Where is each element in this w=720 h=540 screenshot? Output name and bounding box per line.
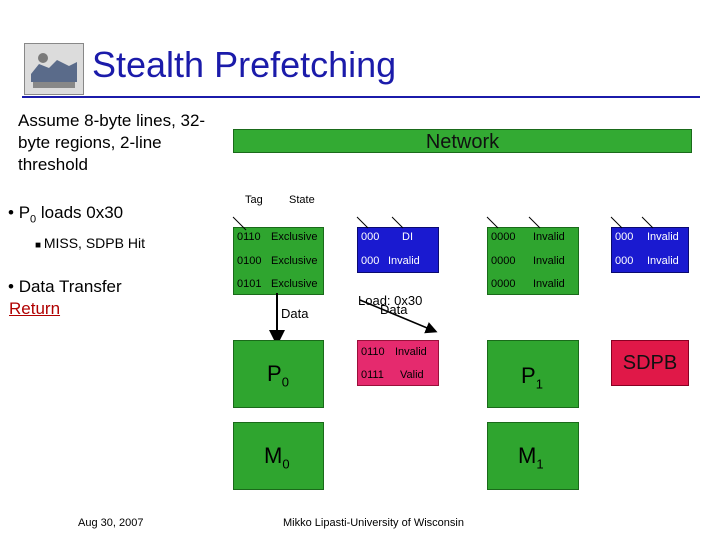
return-link[interactable]: Return — [9, 299, 61, 318]
p0-cache-row-2-state: Exclusive — [271, 278, 318, 290]
bullet-transfer-text: Data Transfer — [18, 277, 122, 296]
p0-cache-row-1-tag: 0100 — [237, 255, 262, 267]
region-row-1-tag: 000 — [361, 255, 380, 267]
sdpb-label: SDPB — [622, 352, 678, 374]
p1-cache-row-1-tag: 0000 — [491, 255, 516, 267]
memory-m0: M0 — [233, 422, 324, 490]
region-row-0-state: DI — [402, 231, 413, 243]
title-underline — [22, 96, 700, 98]
assumption-text: Assume 8-byte lines, 32-byte regions, 2-… — [18, 111, 206, 174]
footer-date: Aug 30, 2007 — [78, 517, 144, 529]
region-row-0-tag: 000 — [361, 231, 380, 243]
p1-region-table: 000 Invalid 000 Invalid — [611, 227, 689, 273]
m0-label: M — [264, 443, 283, 468]
processor-p0: P0 — [233, 340, 324, 408]
sdpb-row-1-tag: 0111 — [361, 369, 384, 381]
p0-cache: 0110 Exclusive 0100 Exclusive 0101 Exclu… — [233, 227, 324, 295]
p1-region-row-1-tag: 000 — [615, 255, 634, 267]
bullet-load-rest: loads 0x30 — [36, 203, 124, 222]
p0-cache-row-2-tag: 0101 — [237, 278, 262, 290]
bullet-load-proc: P — [18, 203, 31, 222]
sdpb-label-box: SDPB — [611, 340, 689, 386]
p1-cache-row-1-state: Invalid — [533, 255, 565, 267]
p0-cache-row-0-state: Exclusive — [271, 231, 318, 243]
sdpb-buffer: 0110 Invalid 0111 Valid — [357, 340, 439, 386]
bullet-load-sub: 0 — [30, 213, 37, 226]
sdpb-row-1-state: Valid — [400, 369, 424, 381]
p1-region-row-1-state: Invalid — [647, 255, 679, 267]
data-label-mid: Data — [380, 302, 408, 317]
processor-p1: P1 — [487, 340, 579, 408]
data-label-left: Data — [281, 306, 309, 321]
p1-cache-row-0-state: Invalid — [533, 231, 565, 243]
memory-m1: M1 — [487, 422, 579, 490]
region-row-1-state: Invalid — [388, 255, 420, 267]
p1-cache-row-2-tag: 0000 — [491, 278, 516, 290]
load-label: Load: 0x30 — [358, 293, 423, 308]
slide-title: Stealth Prefetching — [92, 44, 397, 85]
p1-cache: 0000 Invalid 0000 Invalid 0000 Invalid — [487, 227, 579, 295]
p1-cache-row-2-state: Invalid — [533, 278, 565, 290]
network-label: Network — [425, 131, 500, 153]
tag-header: Tag — [245, 194, 263, 206]
p1-region-row-0-state: Invalid — [647, 231, 679, 243]
sdpb-row-0-tag: 0110 — [361, 346, 385, 358]
sdpb-row-0-state: Invalid — [395, 346, 427, 358]
p0-label: P — [267, 361, 282, 386]
m1-label: M — [518, 443, 537, 468]
bullet-load: • P0 loads 0x30 — [8, 203, 124, 226]
subbullet-miss-text: MISS, SDPB Hit — [43, 235, 145, 251]
p0-region-table: 000 DI 000 Invalid — [357, 227, 439, 273]
university-logo — [24, 43, 84, 95]
p0-sub: 0 — [281, 374, 289, 390]
footer-author: Mikko Lipasti-University of Wisconsin — [283, 517, 464, 529]
m1-sub: 1 — [536, 456, 544, 472]
p1-label: P — [521, 363, 536, 388]
p1-cache-row-0-tag: 0000 — [491, 231, 516, 243]
p1-sub: 1 — [535, 376, 543, 392]
network-bus: Network — [233, 129, 692, 153]
bullet-transfer: • Data Transfer — [8, 277, 122, 296]
subbullet-miss: ■ MISS, SDPB Hit — [35, 235, 145, 251]
load-arrow — [359, 299, 438, 334]
p0-cache-row-0-tag: 0110 — [237, 231, 261, 243]
m0-sub: 0 — [282, 456, 290, 472]
state-header: State — [289, 194, 315, 206]
p1-region-row-0-tag: 000 — [615, 231, 634, 243]
p0-cache-row-1-state: Exclusive — [271, 255, 318, 267]
